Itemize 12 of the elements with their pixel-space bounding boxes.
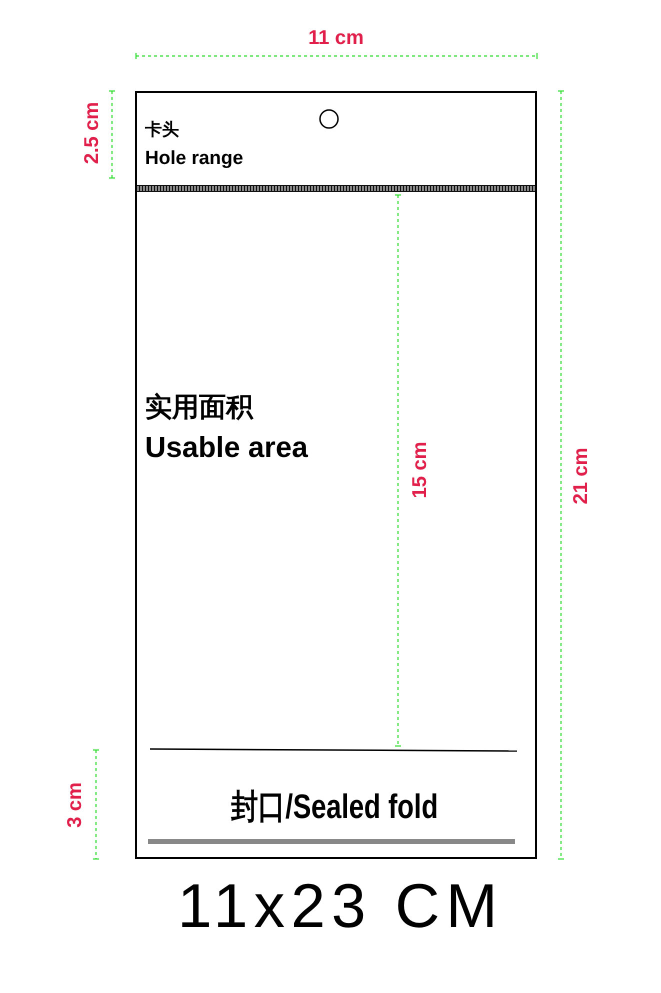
- dimension-label: 15 cm: [410, 442, 430, 498]
- dimension-label: 3 cm: [65, 782, 85, 828]
- dimension-label: 11 cm: [308, 28, 364, 48]
- bag-outline: [135, 91, 537, 859]
- region-label: 卡头: [145, 121, 179, 140]
- size-caption: 11x23 CM: [176, 871, 504, 943]
- dimension-label: 21 cm: [571, 448, 591, 504]
- region-label: 封口/Sealed fold: [231, 789, 438, 826]
- region-label: 实用面积: [145, 393, 253, 423]
- region-label: Usable area: [145, 433, 308, 465]
- region-label: Hole range: [145, 149, 244, 170]
- dimension-label: 2.5 cm: [82, 102, 102, 164]
